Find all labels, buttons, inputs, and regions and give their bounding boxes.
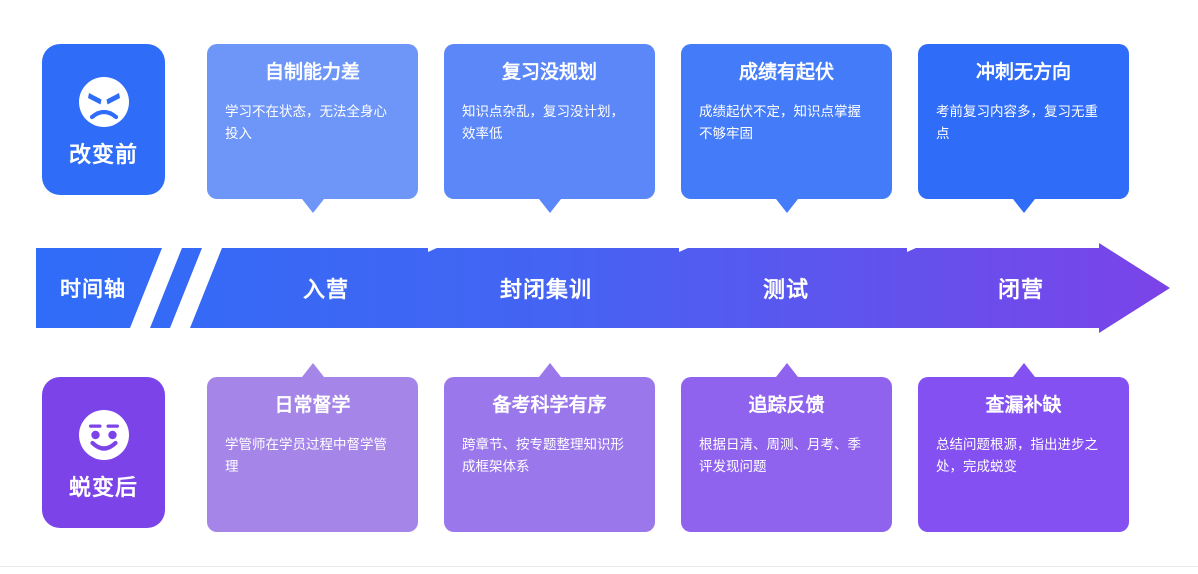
happy-face-icon bbox=[78, 409, 129, 460]
card-title: 成绩有起伏 bbox=[738, 62, 834, 83]
bubble-tail-icon bbox=[1012, 199, 1035, 213]
bubble-tail-icon bbox=[538, 363, 561, 377]
card-description: 知识点杂乱，复习没计划，效率低 bbox=[462, 103, 624, 141]
card-description: 考前复习内容多，复习无重点 bbox=[936, 103, 1098, 141]
bubble-tail-icon bbox=[775, 199, 798, 213]
card-description: 跨章节、按专题整理知识形成框架体系 bbox=[462, 436, 624, 474]
solution-card-2[interactable]: 备考科学有序 跨章节、按专题整理知识形成框架体系 bbox=[444, 363, 655, 532]
side-block-after: 蜕变后 bbox=[42, 377, 165, 528]
footer-divider bbox=[0, 566, 1198, 567]
card-title: 冲刺无方向 bbox=[975, 62, 1071, 83]
bubble-tail-icon bbox=[1012, 363, 1035, 377]
solution-card-1[interactable]: 日常督学 学管师在学员过程中督学管理 bbox=[207, 363, 418, 532]
angry-face-icon bbox=[78, 76, 129, 127]
timeline-stage-4[interactable]: 闭营 bbox=[997, 277, 1044, 302]
card-description: 学管师在学员过程中督学管理 bbox=[225, 436, 387, 474]
card-description: 总结问题根源，指出进步之处，完成蜕变 bbox=[936, 436, 1098, 474]
card-title: 查漏补缺 bbox=[985, 395, 1062, 416]
card-title: 复习没规划 bbox=[501, 62, 597, 83]
solution-card-4[interactable]: 查漏补缺 总结问题根源，指出进步之处，完成蜕变 bbox=[918, 363, 1129, 532]
bubble-tail-icon bbox=[301, 363, 324, 377]
problem-card-4[interactable]: 冲刺无方向 考前复习内容多，复习无重点 bbox=[918, 44, 1129, 213]
card-title: 自制能力差 bbox=[264, 62, 360, 83]
problem-card-1[interactable]: 自制能力差 学习不在状态，无法全身心投入 bbox=[207, 44, 418, 213]
side-block-before: 改变前 bbox=[42, 44, 165, 195]
timeline-stage-2[interactable]: 封闭集训 bbox=[499, 277, 592, 302]
timeline-arrow-shape bbox=[36, 243, 1170, 333]
timeline-arrow: 时间轴 入营 封闭集训 测试 闭营 bbox=[36, 234, 1170, 333]
card-description: 学习不在状态，无法全身心投入 bbox=[225, 103, 387, 141]
bubble-tail-icon bbox=[301, 199, 324, 213]
timeline-stage-1[interactable]: 入营 bbox=[302, 277, 349, 302]
side-label-after: 蜕变后 bbox=[68, 474, 138, 500]
right-arrow-icon bbox=[881, 234, 927, 252]
card-description: 根据日清、周测、月考、季评发现问题 bbox=[699, 436, 861, 474]
bubble-tail-icon bbox=[775, 363, 798, 377]
right-arrow-icon bbox=[402, 234, 448, 252]
card-title: 追踪反馈 bbox=[748, 395, 825, 416]
problem-card-3[interactable]: 成绩有起伏 成绩起伏不定，知识点掌握不够牢固 bbox=[681, 44, 892, 213]
side-label-before: 改变前 bbox=[68, 141, 138, 167]
solution-card-3[interactable]: 追踪反馈 根据日清、周测、月考、季评发现问题 bbox=[681, 363, 892, 532]
bubble-tail-icon bbox=[538, 199, 561, 213]
timeline-stage-3[interactable]: 测试 bbox=[762, 277, 809, 302]
timeline-axis-label: 时间轴 bbox=[60, 278, 126, 301]
double-slash-break-icon bbox=[130, 248, 222, 328]
card-title: 备考科学有序 bbox=[492, 395, 607, 416]
card-description: 成绩起伏不定，知识点掌握不够牢固 bbox=[699, 103, 861, 141]
card-title: 日常督学 bbox=[274, 395, 351, 416]
problem-card-2[interactable]: 复习没规划 知识点杂乱，复习没计划，效率低 bbox=[444, 44, 655, 213]
right-arrow-icon bbox=[653, 234, 699, 252]
